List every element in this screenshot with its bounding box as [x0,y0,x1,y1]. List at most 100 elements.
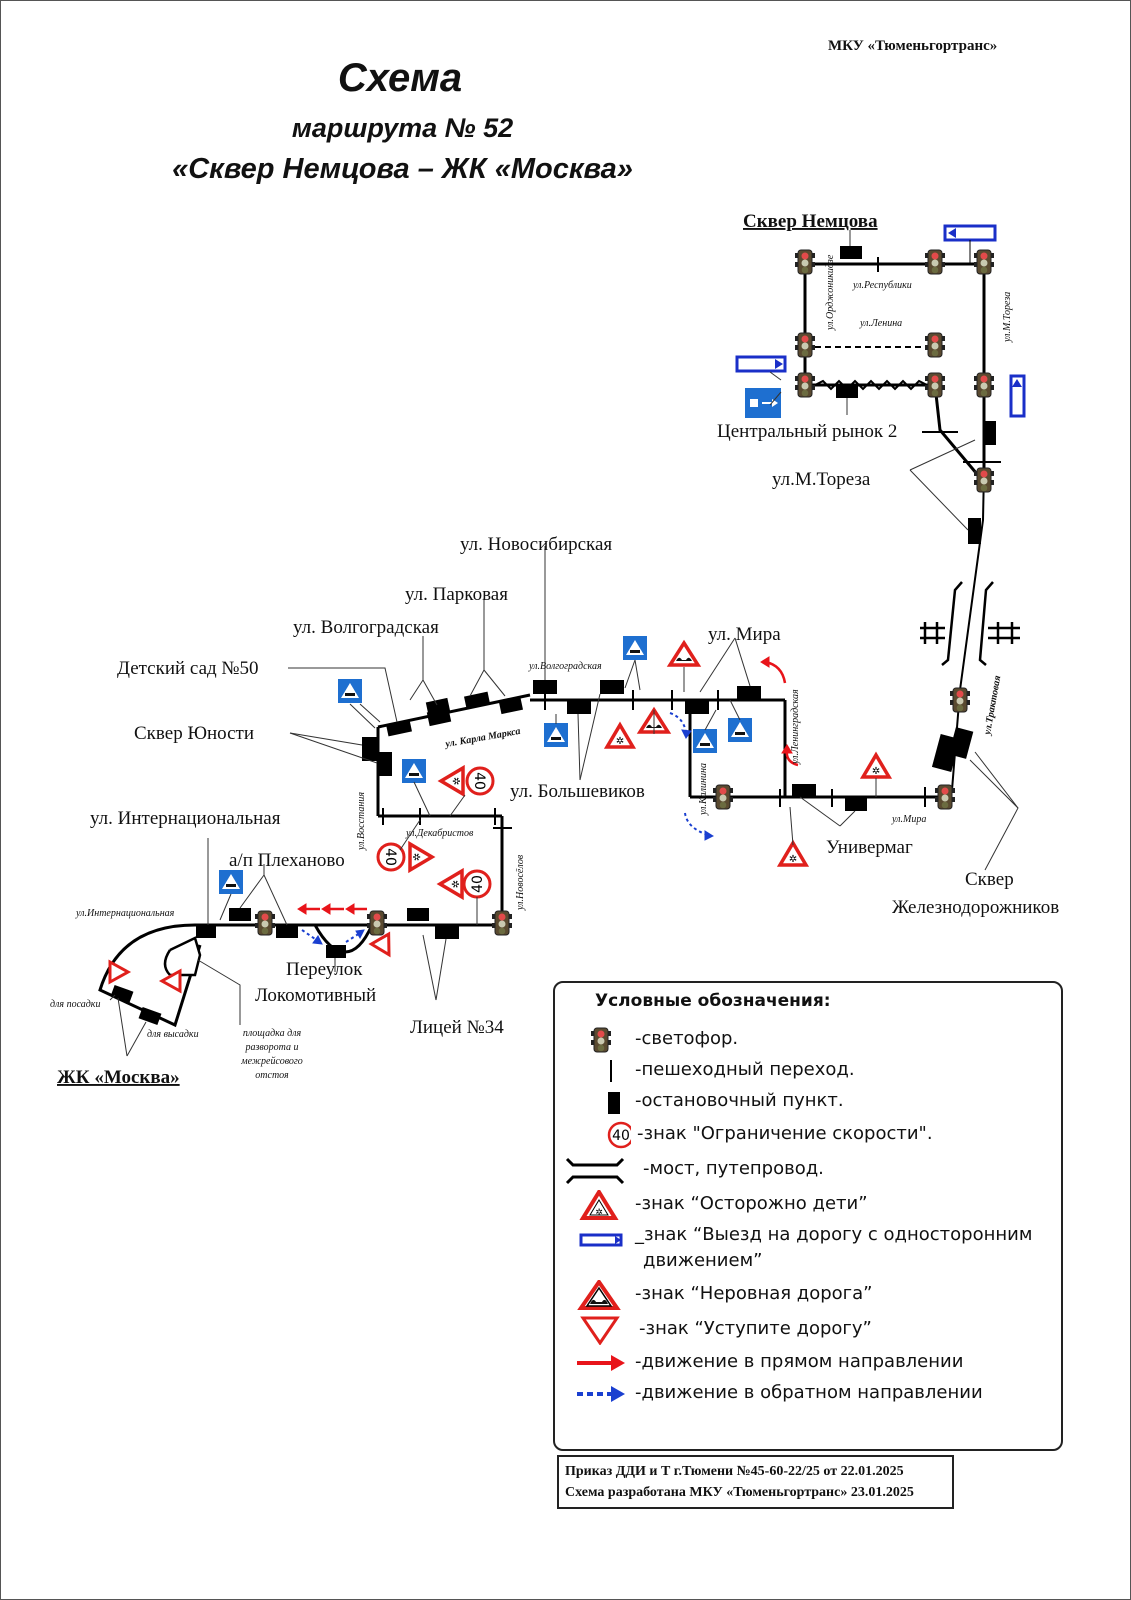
bus-stop[interactable] [326,945,346,958]
bus-stop[interactable] [435,925,459,939]
bus-stop[interactable] [377,752,392,776]
street-label-vosstaniya: ул.Восстания [356,792,367,851]
bus-stop[interactable] [836,385,858,398]
bus-stop[interactable] [196,925,216,938]
forward-arrows [297,656,799,915]
stop-label-zheleznodorozhnikov: Железнодорожников [892,897,1059,918]
road-zhk-moskva-loop [98,923,202,1028]
bus-stop[interactable] [567,700,591,714]
one-way-exit-icon [943,224,997,264]
stop-label-pereulok: Переулок [286,959,363,980]
legend-item-children: ✲ -знак “Осторожно дети” [555,1190,1055,1220]
street-label-ordzhonikidze: ул.Орджоникидзе [825,254,836,331]
bus-stop[interactable] [685,700,709,714]
street-label-internatsionalnaya: ул.Интернациональная [75,908,175,919]
order-box: Приказ ДДИ и Т г.Тюмени №45-60-22/25 от … [557,1455,954,1509]
bus-stop[interactable] [600,680,624,694]
forward-arrow-icon [577,1355,625,1371]
bridge-icon [941,581,994,666]
speed-limit-signs: 40 40 40 [376,766,495,899]
organization-name: МКУ «Тюменьгортранс» [828,38,998,54]
bus-stop[interactable] [138,1006,162,1026]
bus-stop[interactable] [464,691,491,710]
reverse-arrow-icon [345,929,365,943]
note-turnaround-3: межрейсового [240,1056,303,1067]
traffic-light-icon [712,784,734,810]
bus-stop[interactable] [792,784,816,797]
bus-stop[interactable] [845,797,867,811]
bus-stop[interactable] [533,680,557,694]
legend-item-speed-limit: 40 -знак "Ограничение скорости". [555,1120,1055,1150]
legend-item-traffic-light: -светофор. [555,1025,1055,1055]
road-diagonal [933,384,984,481]
legend-title: Условные обозначения: [595,991,831,1011]
turnaround-area [163,936,202,977]
traffic-light-icon [924,372,946,398]
street-label-karla-marksa: ул. Карла Маркса [444,726,522,750]
bus-stop[interactable] [276,925,298,938]
traffic-light-icon [794,332,816,358]
stop-label-central-market: Центральный рынок 2 [717,421,897,442]
bus-stop[interactable] [498,697,524,715]
yield-sign-icon [108,960,130,984]
bus-stop[interactable] [840,246,862,259]
bus-stop[interactable] [983,421,996,445]
svg-text:40: 40 [612,1128,630,1144]
traffic-light-icon [366,910,388,936]
bus-stop[interactable] [407,908,429,921]
yield-icon [580,1316,620,1345]
bus-stop-icon [608,1092,620,1114]
forward-arrow-icon [760,656,787,684]
street-label-volgogradskaya: ул.Волгоградская [528,661,602,672]
bus-stop[interactable] [968,518,981,544]
street-label-m-toreza: ул.М.Тореза [1002,292,1013,343]
crosswalk-sign-icon [338,679,362,703]
stop-label-parkovaya: ул. Парковая [405,584,508,605]
legend-item-yield: -знак “Уступите дорогу” [555,1315,1055,1345]
bus-stop[interactable] [386,719,412,737]
speed-limit-icon: 40 [607,1121,631,1149]
bus-stop[interactable] [737,686,761,700]
bus-stop[interactable] [229,908,251,921]
traffic-light-icon [491,910,513,936]
stop-label-novosibirskaya: ул. Новосибирская [460,534,612,555]
reverse-arrow-icon [684,812,715,841]
rough-road-icon [577,1280,621,1310]
crosswalk-sign-icon [693,729,717,753]
forward-arrow-icon [345,903,367,915]
stop-label-internatsionalnaya: ул. Интернациональная [90,808,281,829]
bus-stop[interactable] [426,707,452,727]
children-sign-icon [408,842,434,872]
speed-limit-icon: 40 [376,842,406,872]
legend: Условные обозначения: -светофор. -пешехо… [553,981,1063,1451]
street-label-dekabristov: ул.Декабристов [405,828,474,839]
one-way-exit-icon [1009,374,1026,418]
bus-stop[interactable] [362,737,377,761]
street-label-lenina: ул.Ленина [859,318,902,329]
traffic-light-icon [794,249,816,275]
street-label-traktovaya: ул.Трактовая [982,675,1003,737]
traffic-light-icon [924,249,946,275]
street-label-novosyolov: ул.Новосёлов [515,854,526,911]
legend-item-rough-road: -знак “Неровная дорога” [555,1280,1055,1310]
traffic-light-icon [973,467,995,493]
bus-stop[interactable] [110,984,134,1004]
bus-stop[interactable] [948,727,974,759]
stop-label-litsey: Лицей №34 [410,1017,504,1038]
route-name: «Сквер Немцова – ЖК «Москва» [172,153,633,185]
terminal-end-label: ЖК «Москва» [57,1067,180,1088]
note-boarding: для посадки [50,999,100,1010]
stop-label-kindergarten: Детский сад №50 [117,658,259,679]
speed-limit-icon: 40 [465,766,495,796]
terminal-start-label: Сквер Немцова [743,211,878,232]
reverse-arrow-icon [301,929,323,945]
stop-label-bolshevikov: ул. Большевиков [510,781,645,802]
street-label-kalinina: ул.Калинина [698,763,709,816]
road-pattern [814,379,928,391]
legend-item-one-way: _знак “Выезд на дорогу с односторонним [555,1221,1055,1251]
leader-lines [109,230,1019,1057]
crosswalk-sign-icon [728,718,752,742]
stop-label-plekhanovo: а/п Плеханово [229,850,345,871]
stop-label-univermag: Универмаг [826,837,913,858]
